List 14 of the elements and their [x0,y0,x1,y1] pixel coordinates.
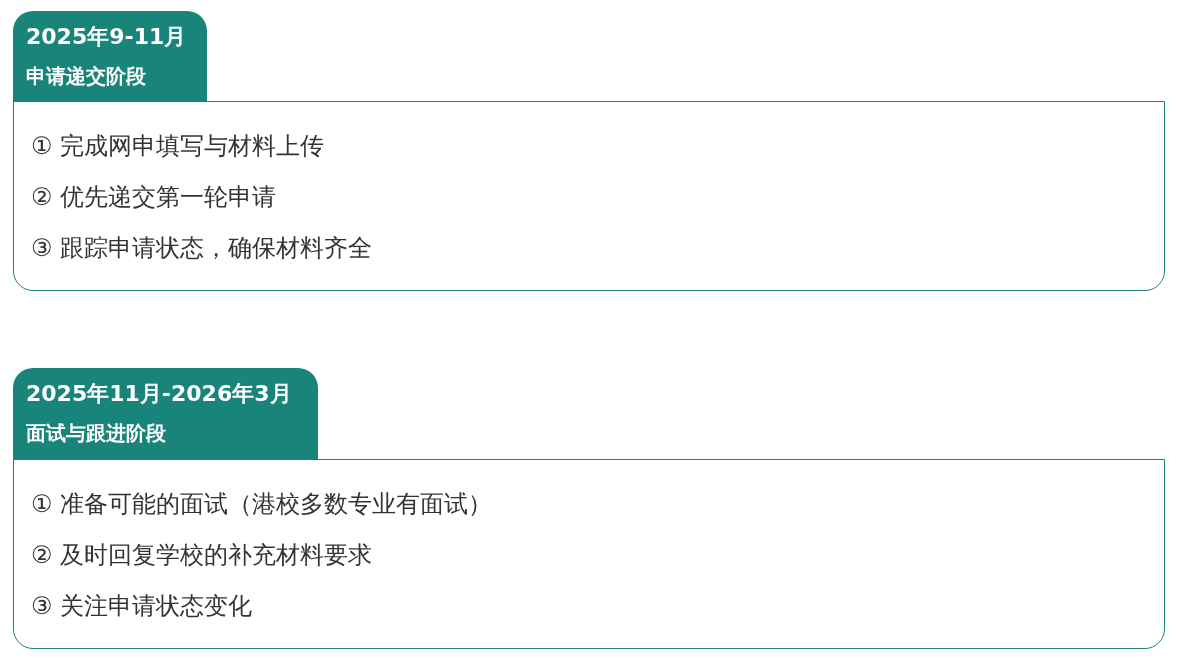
phase-heading: 申请递交阶段 [26,63,146,89]
header-tab [13,11,207,102]
content-box [13,101,1165,291]
header-tab [13,368,318,460]
list-item: ③ 关注申请状态变化 [31,591,253,621]
phase-heading: 面试与跟进阶段 [26,420,166,446]
list-item: ③ 跟踪申请状态，确保材料齐全 [31,233,373,263]
list-item: ② 及时回复学校的补充材料要求 [31,540,373,570]
list-item: ① 准备可能的面试（港校多数专业有面试） [31,489,493,519]
content-box [13,459,1165,649]
list-item: ② 优先递交第一轮申请 [31,182,277,212]
date-heading: 2025年9-11月 [26,23,187,51]
date-heading: 2025年11月-2026年3月 [26,380,292,408]
list-item: ① 完成网申填写与材料上传 [31,131,325,161]
